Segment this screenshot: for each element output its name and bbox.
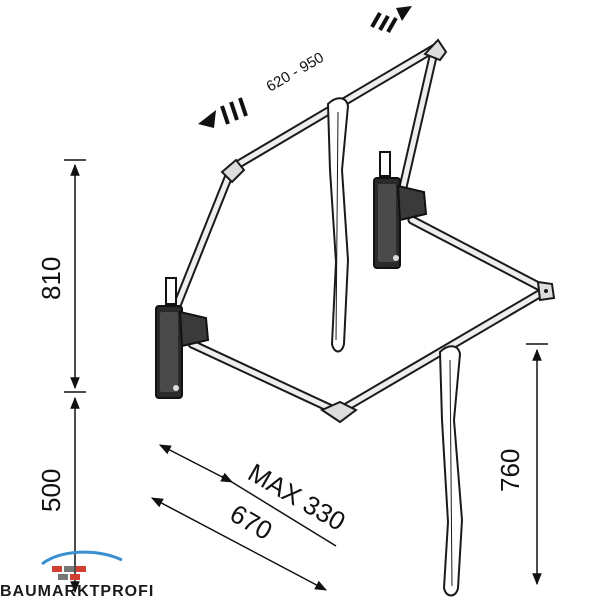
- frame-corner-left: [220, 158, 246, 184]
- frame-corner-top: [423, 38, 448, 62]
- adjust-arrow-upper-right: [370, 6, 412, 33]
- wall-bracket-left: [155, 277, 210, 399]
- dimension-810-label: 810: [36, 257, 66, 300]
- width-range-label: 620 - 950: [264, 49, 327, 95]
- dimension-500: 500: [36, 391, 86, 594]
- dimension-760: 760: [495, 343, 548, 586]
- brand-logo: BAUMARKTPROFI: [0, 550, 154, 600]
- frame-corner-right: [536, 280, 556, 302]
- dimension-760-label: 760: [495, 449, 525, 492]
- dimension-810: 810: [36, 159, 86, 390]
- pull-handle-front: [438, 345, 464, 597]
- brand-logo-text: BAUMARKTPROFI: [0, 583, 154, 600]
- wall-bracket-right: [373, 151, 428, 269]
- adjust-arrow-lower-left: [198, 97, 248, 128]
- frame-corner-bottom: [319, 400, 358, 424]
- dimension-500-label: 500: [36, 469, 66, 512]
- pull-handle-rear: [326, 97, 350, 353]
